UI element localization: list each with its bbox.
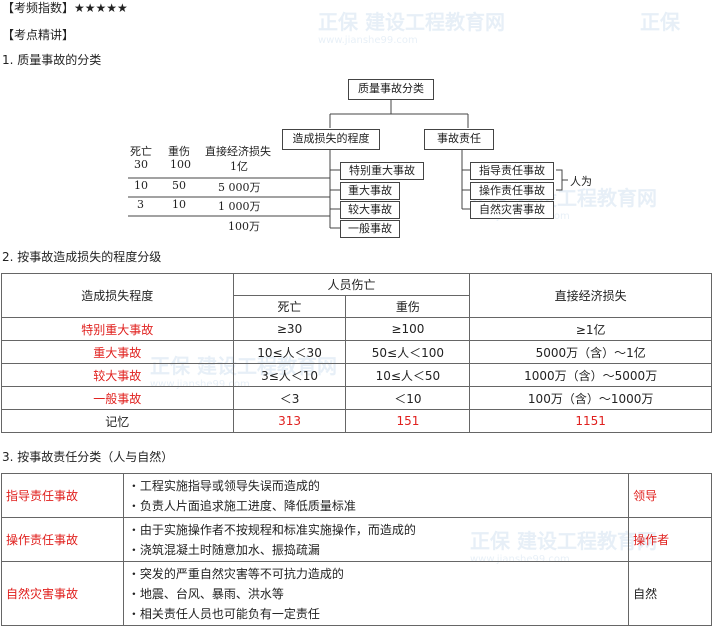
point-item: ・突发的严重自然灾害等不可抗力造成的 [127,566,344,581]
diagram-level: 特别重大事故 [340,162,424,180]
diagram-value: 1 000万 [218,200,261,213]
diagram-value: 30 [134,158,148,171]
diagram-level: 较大事故 [340,201,400,219]
section-label: 【考点精讲】 [2,28,75,42]
diagram-root: 质量事故分类 [348,79,434,100]
memo-injury: 151 [345,409,471,433]
loss-cell: 1000万（含）～5000万 [469,363,712,387]
level-cell: 重大事故 [1,340,234,364]
level-cell: 特别重大事故 [1,317,234,341]
death-cell: ＜3 [232,386,347,410]
diagram-value: 100 [170,158,191,171]
diagram-value: 10 [172,198,186,211]
diagram-connectors [128,100,568,229]
diagram-value: 50 [172,179,186,192]
diagram-branch-responsibility: 事故责任 [424,129,494,150]
diagram-level: 重大事故 [340,182,400,200]
table-row: 特别重大事故 ≥30 ≥100 ≥1亿 [1,317,712,341]
subject-cell: 自然 [628,561,712,626]
diagram-human-label: 人为 [570,175,592,188]
injury-cell: 50≤人＜100 [345,340,471,364]
header-death: 死亡 [232,295,347,318]
type-cell: 指导责任事故 [1,473,124,518]
diagram-col-death: 死亡 [130,145,152,158]
point-item: ・工程实施指导或领导失误而造成的 [127,478,320,493]
point-item: ・地震、台风、暴雨、洪水等 [127,586,284,601]
death-cell: 10≤人＜30 [232,340,347,364]
diagram-branch-degree: 造成损失的程度 [282,129,380,150]
table-row: 重大事故 10≤人＜30 50≤人＜100 5000万（含）～1亿 [1,340,712,364]
diagram-responsibility: 指导责任事故 [470,162,554,180]
subject-cell: 领导 [628,473,712,518]
watermark: 正保 [640,10,680,34]
loss-degree-table: 造成损失程度 人员伤亡 直接经济损失 死亡 重伤 特别重大事故 ≥30 ≥100… [1,273,712,433]
header-degree: 造成损失程度 [1,273,234,318]
diagram-value: 100万 [228,220,260,233]
points-cell: ・突发的严重自然灾害等不可抗力造成的 ・地震、台风、暴雨、洪水等 ・相关责任人员… [122,561,630,626]
diagram-value: 5 000万 [218,181,261,194]
table-row: 指导责任事故 ・工程实施指导或领导失误而造成的 ・负责人片面追求施工进度、降低质… [1,473,712,518]
diagram-responsibility: 操作责任事故 [470,182,554,200]
death-cell: ≥30 [232,317,347,341]
diagram-value: 3 [137,198,144,211]
diagram-value: 10 [134,179,148,192]
type-cell: 操作责任事故 [1,517,124,562]
type-cell: 自然灾害事故 [1,561,124,626]
injury-cell: ＜10 [345,386,471,410]
responsibility-table: 指导责任事故 ・工程实施指导或领导失误而造成的 ・负责人片面追求施工进度、降低质… [1,473,712,626]
subject-cell: 操作者 [628,517,712,562]
memo-row: 记忆 313 151 1151 [1,409,712,433]
rating-line: 【考频指数】★★★★★ [2,0,128,16]
rating-stars: ★★★★★ [74,1,128,15]
points-cell: ・工程实施指导或领导失误而造成的 ・负责人片面追求施工进度、降低质量标准 [122,473,630,518]
level-cell: 较大事故 [1,363,234,387]
memo-death: 313 [232,409,347,433]
point-item: ・负责人片面追求施工进度、降低质量标准 [127,498,356,513]
death-cell: 3≤人＜10 [232,363,347,387]
diagram-level: 一般事故 [340,220,400,238]
header-loss: 直接经济损失 [469,273,712,318]
diagram-value: 1亿 [230,160,248,173]
memo-label: 记忆 [1,409,234,433]
section3-title: 3. 按事故责任分类（人与自然） [2,450,174,464]
header-casualty: 人员伤亡 [232,273,471,296]
diagram-col-injury: 重伤 [168,145,190,158]
loss-cell: 100万（含）～1000万 [469,386,712,410]
point-item: ・由于实施操作者不按规程和标准实施操作，而造成的 [127,522,416,537]
table-row: 操作责任事故 ・由于实施操作者不按规程和标准实施操作，而造成的 ・浇筑混凝土时随… [1,517,712,562]
injury-cell: ≥100 [345,317,471,341]
level-cell: 一般事故 [1,386,234,410]
section2-title: 2. 按事故造成损失的程度分级 [2,250,162,264]
injury-cell: 10≤人＜50 [345,363,471,387]
diagram-responsibility: 自然灾害事故 [470,201,554,219]
table-row: 一般事故 ＜3 ＜10 100万（含）～1000万 [1,386,712,410]
classification-diagram: 质量事故分类 造成损失的程度 事故责任 特别重大事故 重大事故 较大事故 一般事… [0,72,714,242]
diagram-col-loss: 直接经济损失 [205,145,271,158]
header-injury: 重伤 [345,295,471,318]
points-cell: ・由于实施操作者不按规程和标准实施操作，而造成的 ・浇筑混凝土时随意加水、振捣疏… [122,517,630,562]
table-row: 自然灾害事故 ・突发的严重自然灾害等不可抗力造成的 ・地震、台风、暴雨、洪水等 … [1,561,712,626]
point-item: ・浇筑混凝土时随意加水、振捣疏漏 [127,542,320,557]
section1-title: 1. 质量事故的分类 [2,53,102,67]
rating-label: 【考频指数】 [2,1,75,15]
loss-cell: ≥1亿 [469,317,712,341]
memo-loss: 1151 [469,409,712,433]
point-item: ・相关责任人员也可能负有一定责任 [127,606,320,621]
loss-cell: 5000万（含）～1亿 [469,340,712,364]
table-row: 较大事故 3≤人＜10 10≤人＜50 1000万（含）～5000万 [1,363,712,387]
